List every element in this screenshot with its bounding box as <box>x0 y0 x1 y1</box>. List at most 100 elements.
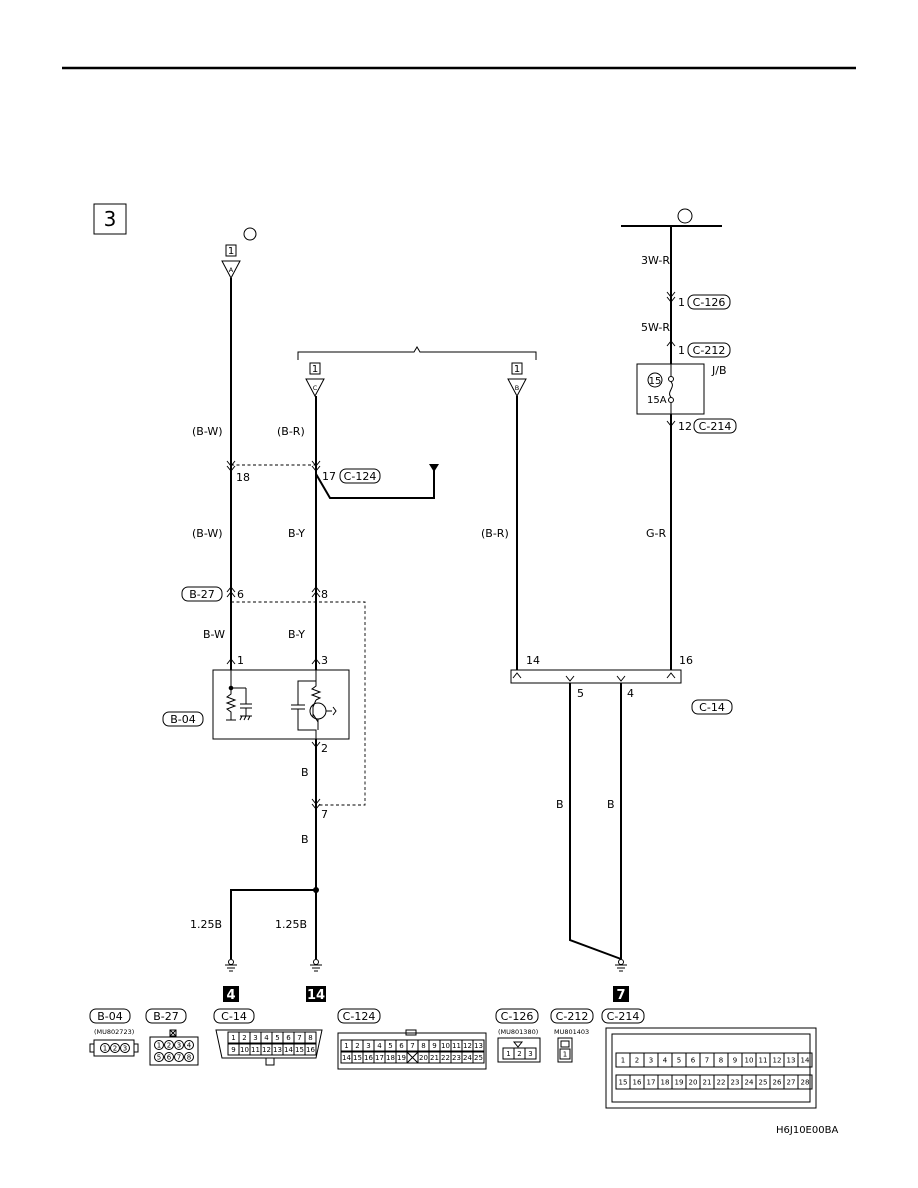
c124-pin-16: 16 <box>364 1054 373 1062</box>
c124-pin-18: 18 <box>386 1054 395 1062</box>
c14-pin-8: 8 <box>308 1034 312 1042</box>
terminal-index-box-a <box>225 244 237 257</box>
pin-6: 6 <box>237 588 244 601</box>
wire-label-mid-e: B <box>301 833 309 846</box>
wire-label-mid-d: B <box>301 766 309 779</box>
component-b04 <box>212 669 350 740</box>
terminal-index-box-c <box>309 362 321 375</box>
b04-pin-1-cell <box>100 1043 110 1053</box>
terminal-index-c: 1 <box>312 364 318 375</box>
view-label-c14: C-14 <box>221 1010 247 1023</box>
view-label-c124: C-124 <box>343 1010 376 1023</box>
view-label-c214: C-214 <box>607 1010 640 1023</box>
b04-part-number: (MU802723) <box>94 1028 134 1036</box>
connector-c14-bar <box>510 669 682 684</box>
view-label-b27: B-27 <box>153 1010 179 1023</box>
section-number: 3 <box>104 207 117 231</box>
conn-c124-label: C-124 <box>344 470 377 483</box>
c14-pin-2: 2 <box>242 1034 246 1042</box>
conn-b04-box <box>162 711 204 727</box>
wire-label-3wr: 3W-R <box>641 254 670 267</box>
terminal-label-c: C <box>313 384 318 392</box>
c14-pin-4: 4 <box>264 1034 269 1042</box>
c14-pin-14: 14 <box>284 1046 293 1054</box>
b27-pin-6-cell <box>164 1052 174 1062</box>
c14-pin-11: 11 <box>251 1046 260 1054</box>
c214-pin-8: 8 <box>719 1057 723 1065</box>
wire-c124-branch <box>315 470 435 499</box>
figure-code: H6J10E00BA <box>776 1125 838 1136</box>
c14-pin-8-cell <box>304 1031 317 1044</box>
c212-pin-1-cell <box>559 1048 571 1060</box>
b27-pin-7: 7 <box>177 1054 181 1062</box>
terminal-index-a: 1 <box>228 246 234 257</box>
pin-17: 17 <box>322 470 336 483</box>
view-label-c212: C-212 <box>556 1010 589 1023</box>
c214-pin-19: 19 <box>675 1079 684 1087</box>
c124-pin-23: 23 <box>452 1054 461 1062</box>
c14-pin-5: 5 <box>275 1034 279 1042</box>
c124-pin-2: 2 <box>355 1042 359 1050</box>
fuse-number: 15 <box>649 376 662 387</box>
power-circle-left <box>243 227 257 241</box>
wire-label-left-b: (B-W) <box>192 527 223 540</box>
c214-pin-4: 4 <box>663 1057 668 1065</box>
section-box <box>93 203 127 235</box>
pin-16: 16 <box>679 654 693 667</box>
b04-pin-3-cell <box>120 1043 130 1053</box>
c214-pin-17: 17 <box>647 1079 656 1087</box>
ground-symbols <box>225 959 627 972</box>
c214-pin-12: 12 <box>773 1057 782 1065</box>
c124-pin-15: 15 <box>353 1054 362 1062</box>
c124-pin-8: 8 <box>421 1042 425 1050</box>
c124-pin-20: 20 <box>419 1054 428 1062</box>
c214-pin-26: 26 <box>773 1079 782 1087</box>
pin-c212-1: 1 <box>678 344 685 357</box>
connector-view-labels: B-04 B-27 C-14 C-124 C-126 C-212 C-214 <box>89 1008 645 1024</box>
ground-number-4: 4 <box>226 988 235 1003</box>
conn-c124-box <box>339 468 381 484</box>
pin-c214-12: 12 <box>678 420 692 433</box>
c214-pin-9: 9 <box>733 1057 737 1065</box>
conn-c126-box <box>687 294 731 310</box>
c14-pin-16-cell <box>304 1043 317 1056</box>
b27-pin-7-cell <box>174 1052 184 1062</box>
c124-pin-25-cell <box>472 1051 485 1064</box>
wire-label-ground-mid: 1.25B <box>275 918 307 931</box>
conn-c14-box <box>691 699 733 715</box>
c124-pin-25: 25 <box>474 1054 483 1062</box>
branch-terminal-arrow <box>429 464 439 472</box>
c214-pin-3: 3 <box>649 1057 653 1065</box>
c214-pin-15: 15 <box>619 1079 628 1087</box>
fuse-symbol <box>668 364 674 414</box>
wire-label-mid-c: B-Y <box>288 628 305 641</box>
c14-pin-7: 7 <box>297 1034 301 1042</box>
wire-label-gr: G-R <box>646 527 666 540</box>
c124-pin-14: 14 <box>342 1054 351 1062</box>
c214-pin-16: 16 <box>633 1079 642 1087</box>
terminal-label-b: B <box>515 384 519 392</box>
c14-pin-marks <box>512 672 676 682</box>
c214-pin-13: 13 <box>787 1057 796 1065</box>
c214-pin-14: 14 <box>801 1057 810 1065</box>
conn-c214-box <box>693 418 737 434</box>
c212-part-number: MU801403 <box>554 1028 589 1036</box>
view-label-b04: B-04 <box>97 1010 123 1023</box>
ground-badge-7 <box>613 986 629 1002</box>
c214-pin-2: 2 <box>635 1057 639 1065</box>
c124-pin-12: 12 <box>463 1042 472 1050</box>
conn-c212-box <box>687 342 731 358</box>
c214-pin-21: 21 <box>703 1079 712 1087</box>
terminal-triangle-b <box>507 378 527 398</box>
wire-label-right-b: (B-R) <box>481 527 509 540</box>
c214-pin-20: 20 <box>689 1079 698 1087</box>
wire-label-c14-4: B <box>607 798 615 811</box>
c124-pin-17: 17 <box>375 1054 384 1062</box>
c14-pin-6: 6 <box>286 1034 291 1042</box>
c14-pin-9: 9 <box>231 1046 235 1054</box>
c124-pin-11: 11 <box>452 1042 461 1050</box>
